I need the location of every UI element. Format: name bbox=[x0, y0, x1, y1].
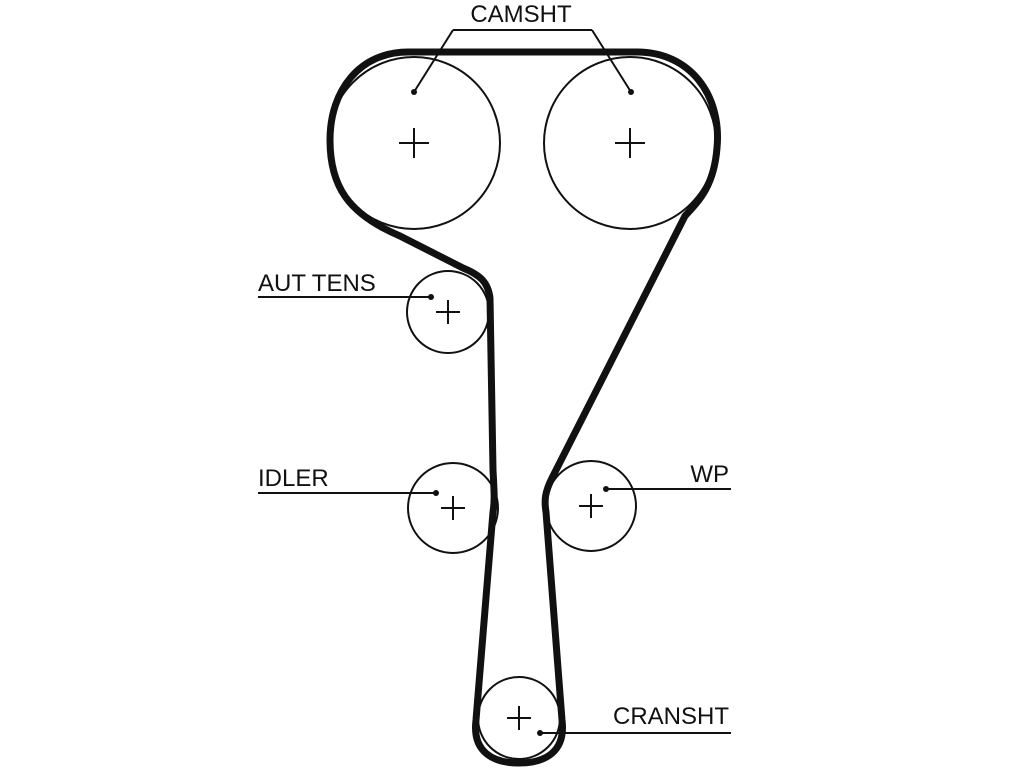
timing-belt bbox=[326, 48, 722, 767]
idler-leader bbox=[258, 490, 439, 496]
water-pump-pulley bbox=[545, 460, 637, 552]
camshaft-label: CAMSHT bbox=[470, 1, 572, 28]
camshaft-leader bbox=[411, 29, 634, 95]
idler-pulley bbox=[407, 462, 499, 554]
auto-tensioner-label: AUT TENS bbox=[258, 270, 376, 297]
auto-tensioner-leader bbox=[258, 294, 434, 300]
auto-tensioner-pulley bbox=[406, 270, 490, 354]
crankshaft-pulley bbox=[477, 676, 561, 760]
camshaft-pulley-right bbox=[543, 56, 717, 230]
crankshaft-label: CRANSHT bbox=[613, 703, 729, 730]
idler-label: IDLER bbox=[258, 465, 329, 492]
crankshaft-leader bbox=[537, 730, 731, 736]
water-pump-leader bbox=[603, 486, 731, 492]
water-pump-label: WP bbox=[690, 461, 729, 488]
